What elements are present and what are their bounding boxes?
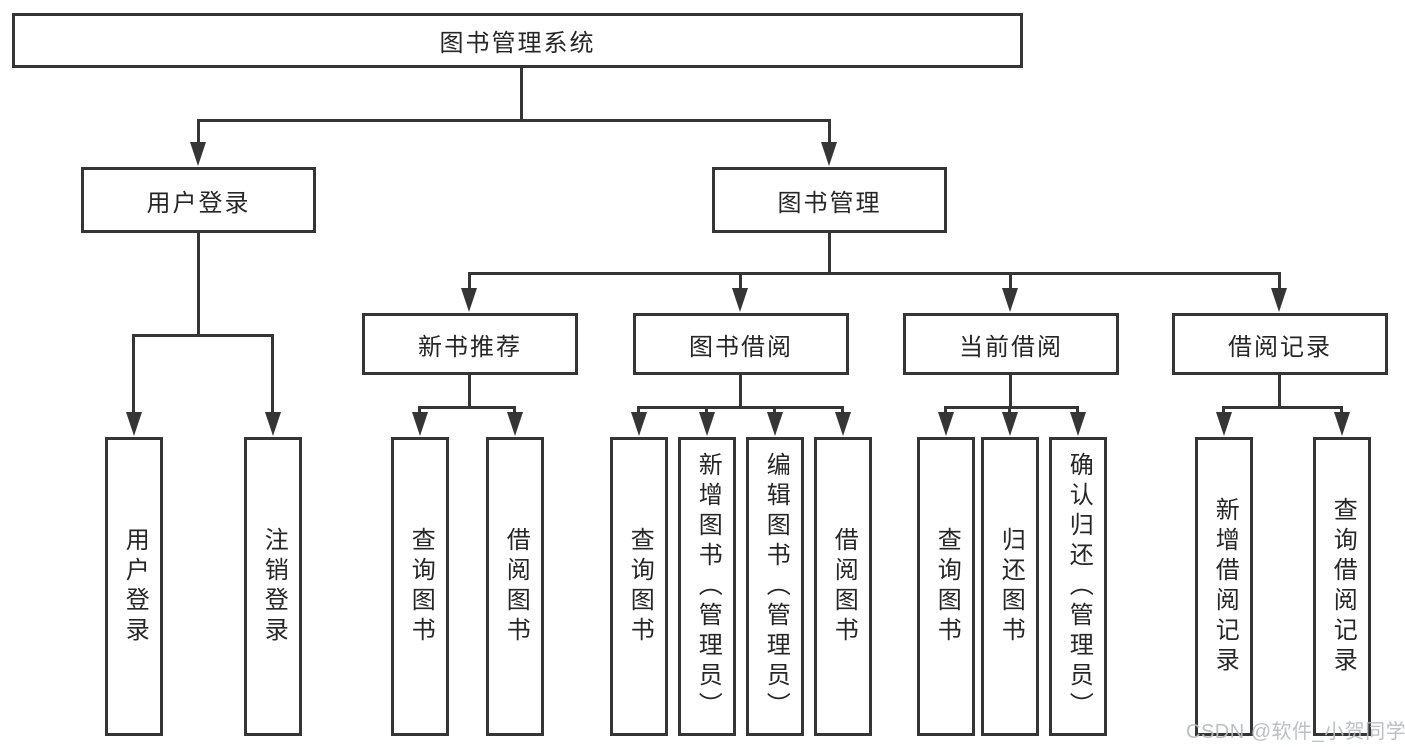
node-current-borrowing: 当前借阅 xyxy=(903,313,1119,375)
connector-user-login-branch xyxy=(132,334,274,337)
connector-stem-leaf xyxy=(773,406,776,416)
leaf-user-login: 用户登录 xyxy=(105,437,163,736)
leaf-label: 借阅图书 xyxy=(830,526,858,647)
connector-stem-leaf xyxy=(944,406,947,416)
leaf-label: 新增图书（管理员） xyxy=(694,451,722,722)
connector-leaf-branch xyxy=(418,406,516,409)
node-label: 用户登录 xyxy=(146,189,251,217)
connector-stem-leaf xyxy=(841,406,844,416)
connector-stem-leaf xyxy=(132,334,135,414)
arrowhead xyxy=(1216,412,1232,436)
csdn-watermark: CSDN @软件_小贺同学 xyxy=(1186,721,1405,743)
arrowhead xyxy=(732,288,748,312)
connector-section-trunk xyxy=(1278,374,1281,408)
arrowhead xyxy=(1002,288,1018,312)
connector-leaf-branch xyxy=(944,406,1079,409)
connector-section-trunk xyxy=(739,374,742,408)
leaf-borrow-books-2: 借阅图书 xyxy=(814,437,872,736)
leaf-query-borrow-record: 查询借阅记录 xyxy=(1313,437,1371,736)
leaf-query-books-2: 查询图书 xyxy=(610,437,668,736)
arrowhead xyxy=(1334,412,1350,436)
arrowhead xyxy=(1271,288,1287,312)
connector-stem-section xyxy=(1278,272,1281,290)
connector-section-trunk xyxy=(468,374,471,408)
node-book-management: 图书管理 xyxy=(712,167,947,233)
node-user-login: 用户登录 xyxy=(81,167,316,233)
arrowhead xyxy=(938,412,954,436)
connector-level2-branch xyxy=(468,272,1281,275)
arrowhead xyxy=(767,412,783,436)
connector-stem-leaf xyxy=(1340,406,1343,416)
leaf-label: 查询图书 xyxy=(407,526,435,647)
leaf-label: 借阅图书 xyxy=(502,526,530,647)
arrowhead xyxy=(1002,412,1018,436)
leaf-query-books-3: 查询图书 xyxy=(917,437,975,736)
connector-stem-leaf xyxy=(418,406,421,416)
node-label: 图书管理 xyxy=(777,189,882,217)
connector-leaf-branch xyxy=(1222,406,1343,409)
leaf-confirm-return-admin: 确认归还（管理员） xyxy=(1049,437,1107,736)
arrowhead xyxy=(631,412,647,436)
arrowhead xyxy=(126,412,142,436)
leaf-label: 确认归还（管理员） xyxy=(1065,451,1093,722)
arrowhead xyxy=(1070,412,1086,436)
connector-stem-section xyxy=(1009,272,1012,290)
connector-stem-leaf xyxy=(513,406,516,416)
leaf-query-books-1: 查询图书 xyxy=(391,437,449,736)
connector-stem-leaf xyxy=(1008,406,1011,416)
leaf-label: 查询图书 xyxy=(626,526,654,647)
leaf-return-book: 归还图书 xyxy=(981,437,1039,736)
connector-stem-leaf xyxy=(271,334,274,414)
arrowhead xyxy=(412,412,428,436)
connector-stem-leaf xyxy=(1222,406,1225,416)
connector-section-trunk xyxy=(1009,374,1012,408)
leaf-label: 用户登录 xyxy=(121,526,149,647)
arrowhead xyxy=(699,412,715,436)
leaf-edit-book-admin: 编辑图书（管理员） xyxy=(746,437,804,736)
leaf-label: 查询借阅记录 xyxy=(1329,496,1357,677)
node-new-book-recommendation: 新书推荐 xyxy=(362,313,578,375)
node-label: 借阅记录 xyxy=(1228,333,1332,361)
node-borrowing-records: 借阅记录 xyxy=(1172,313,1388,375)
leaf-label: 新增借阅记录 xyxy=(1211,496,1239,677)
arrowhead xyxy=(507,412,523,436)
arrowhead xyxy=(821,142,837,166)
connector-stem-leaf xyxy=(637,406,640,416)
node-label: 新书推荐 xyxy=(418,333,522,361)
leaf-label: 编辑图书（管理员） xyxy=(762,451,790,722)
connector-stem-user-login xyxy=(197,119,200,145)
node-book-borrowing: 图书借阅 xyxy=(633,313,849,375)
leaf-label: 查询图书 xyxy=(933,526,961,647)
node-label: 图书借阅 xyxy=(689,333,793,361)
arrowhead xyxy=(265,412,281,436)
connector-root-trunk xyxy=(520,68,523,120)
node-label: 当前借阅 xyxy=(959,333,1063,361)
connector-leaf-branch xyxy=(637,406,844,409)
connector-user-login-trunk xyxy=(197,232,200,336)
connector-stem-section xyxy=(468,272,471,290)
leaf-label: 归还图书 xyxy=(997,526,1025,647)
node-root-library-system: 图书管理系统 xyxy=(12,13,1023,68)
arrowhead xyxy=(835,412,851,436)
connector-stem-leaf xyxy=(1076,406,1079,416)
connector-level1-branch xyxy=(197,119,831,122)
node-label: 图书管理系统 xyxy=(439,30,596,57)
leaf-borrow-books-1: 借阅图书 xyxy=(486,437,544,736)
leaf-logout: 注销登录 xyxy=(244,437,302,736)
arrowhead xyxy=(190,142,206,166)
leaf-label: 注销登录 xyxy=(260,526,288,647)
leaf-add-borrow-record: 新增借阅记录 xyxy=(1195,437,1253,736)
connector-stem-book-management xyxy=(828,119,831,145)
connector-book-management-trunk xyxy=(828,232,831,274)
connector-stem-leaf xyxy=(705,406,708,416)
connector-stem-section xyxy=(739,272,742,290)
leaf-add-book-admin: 新增图书（管理员） xyxy=(678,437,736,736)
arrowhead xyxy=(461,288,477,312)
